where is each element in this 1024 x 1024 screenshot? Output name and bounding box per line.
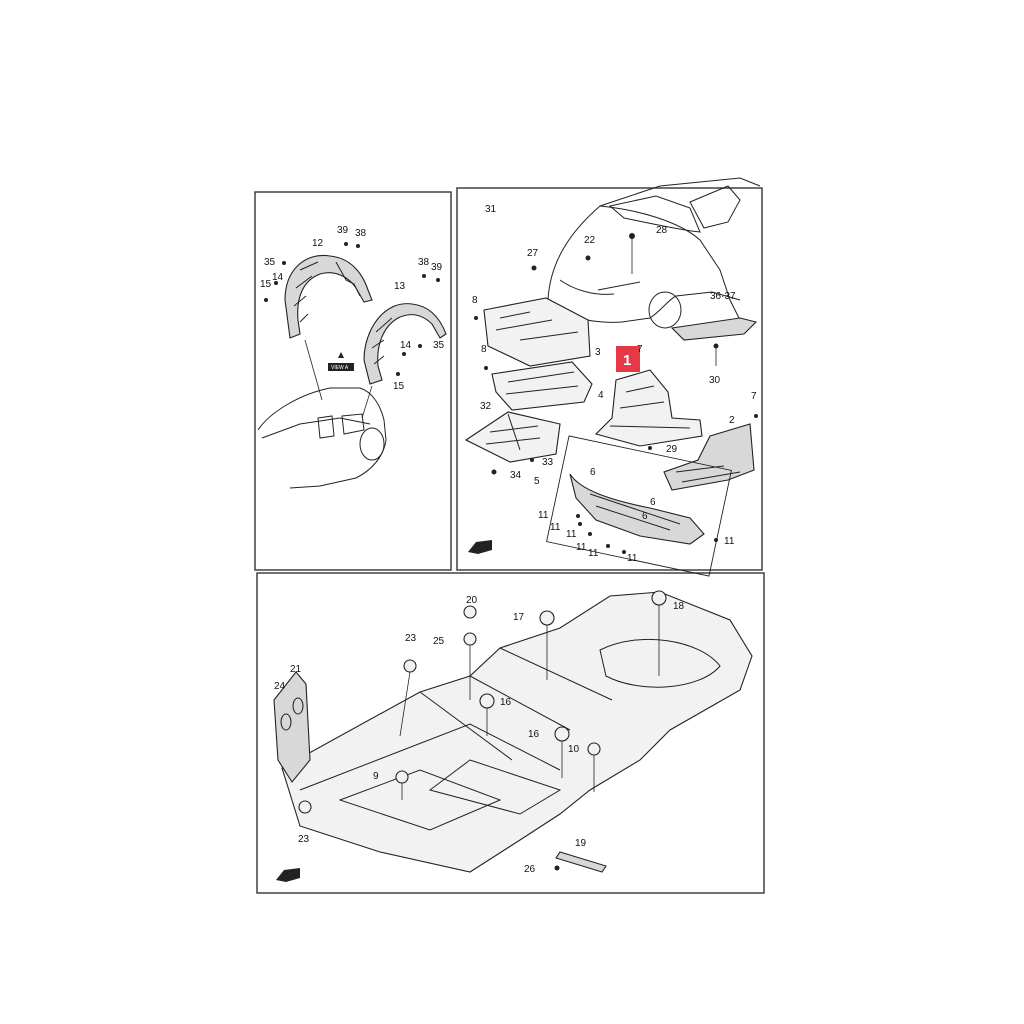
callout-32: 32 bbox=[480, 401, 492, 412]
callout-35: 35 bbox=[264, 257, 276, 268]
callout-17: 17 bbox=[513, 612, 525, 623]
callout-36-37: 36·37 bbox=[710, 291, 736, 302]
callout-11-g: 11 bbox=[724, 536, 735, 547]
under-cover-4 bbox=[491, 361, 593, 411]
callout-28: 28 bbox=[656, 225, 668, 236]
callout-6: 6 bbox=[590, 467, 596, 478]
callout-7: 7 bbox=[637, 344, 643, 355]
skid-plate-32 bbox=[464, 411, 561, 463]
callout-39: 39 bbox=[337, 225, 349, 236]
callout-11-d: 11 bbox=[576, 542, 587, 553]
bumper-member-5 bbox=[569, 473, 705, 545]
callout-6-b: 6 bbox=[650, 497, 656, 508]
callout-38: 38 bbox=[355, 228, 367, 239]
callout-9: 9 bbox=[373, 771, 379, 782]
callout-11-b: 11 bbox=[550, 522, 561, 533]
callout-16-b: 16 bbox=[528, 729, 540, 740]
callout-11: 11 bbox=[538, 510, 549, 521]
callout-24: 24 bbox=[274, 681, 286, 692]
callout-10: 10 bbox=[568, 744, 580, 755]
callout-16: 16 bbox=[500, 697, 512, 708]
callout-12: 12 bbox=[312, 238, 324, 249]
callout-3: 3 bbox=[595, 347, 601, 358]
callout-7-b: 7 bbox=[751, 391, 757, 402]
highlight-badge bbox=[616, 346, 640, 372]
callout-22: 22 bbox=[584, 235, 596, 246]
under-cover-36-37 bbox=[670, 317, 758, 341]
front-fender-liner-left bbox=[284, 254, 373, 339]
callout-35-b: 35 bbox=[433, 340, 445, 351]
callout-25: 25 bbox=[433, 636, 445, 647]
callout-27: 27 bbox=[527, 248, 539, 259]
callout-4: 4 bbox=[598, 390, 604, 401]
callout-8-b: 8 bbox=[481, 344, 487, 355]
callout-20: 20 bbox=[466, 595, 478, 606]
callout-33: 33 bbox=[542, 457, 554, 468]
callout-14-b: 14 bbox=[400, 340, 412, 351]
callout-18: 18 bbox=[673, 601, 685, 612]
callout-21: 21 bbox=[290, 664, 302, 675]
callout-15: 15 bbox=[260, 279, 272, 290]
callout-15-b: 15 bbox=[393, 381, 405, 392]
callout-2: 2 bbox=[729, 415, 735, 426]
callout-5: 5 bbox=[534, 476, 540, 487]
under-cover-3 bbox=[483, 297, 591, 367]
view-a-text: VIEW A bbox=[331, 365, 349, 371]
callout-labels: 39 38 12 35 14 15 13 38 39 14 35 15 31 2… bbox=[260, 204, 757, 875]
floor-panel-drawing bbox=[273, 590, 753, 882]
callout-39-b: 39 bbox=[431, 262, 443, 273]
front-arrow-icon bbox=[468, 540, 492, 554]
car-outline-rear bbox=[257, 387, 387, 489]
callout-6-c: 6 bbox=[642, 511, 648, 522]
bumper-member-box bbox=[546, 435, 732, 577]
callout-34: 34 bbox=[510, 470, 522, 481]
floor-front-arrow-icon bbox=[276, 868, 300, 882]
callout-19: 19 bbox=[575, 838, 587, 849]
front-fender-liner-right bbox=[363, 303, 447, 385]
callout-38-b: 38 bbox=[418, 257, 430, 268]
callout-31: 31 bbox=[485, 204, 497, 215]
callout-29: 29 bbox=[666, 444, 678, 455]
callout-8: 8 bbox=[472, 295, 478, 306]
bar-19 bbox=[555, 851, 607, 873]
callout-26: 26 bbox=[524, 864, 536, 875]
callout-23: 23 bbox=[405, 633, 417, 644]
callout-11-e: 11 bbox=[588, 548, 599, 559]
left-panel-drawing: VIEW A bbox=[257, 242, 447, 489]
callout-13: 13 bbox=[394, 281, 406, 292]
callout-11-f: 11 bbox=[627, 553, 638, 564]
lower-engine-cover-1 bbox=[594, 369, 703, 447]
callout-11-c: 11 bbox=[566, 529, 577, 540]
callout-14: 14 bbox=[272, 272, 284, 283]
view-a-marker bbox=[328, 363, 354, 371]
right-top-panel-drawing: 1 bbox=[464, 177, 761, 577]
highlight-badge-text: 1 bbox=[623, 352, 631, 369]
callout-23-b: 23 bbox=[298, 834, 310, 845]
callout-30: 30 bbox=[709, 375, 721, 386]
panel-wheel-house-liners bbox=[254, 191, 452, 571]
